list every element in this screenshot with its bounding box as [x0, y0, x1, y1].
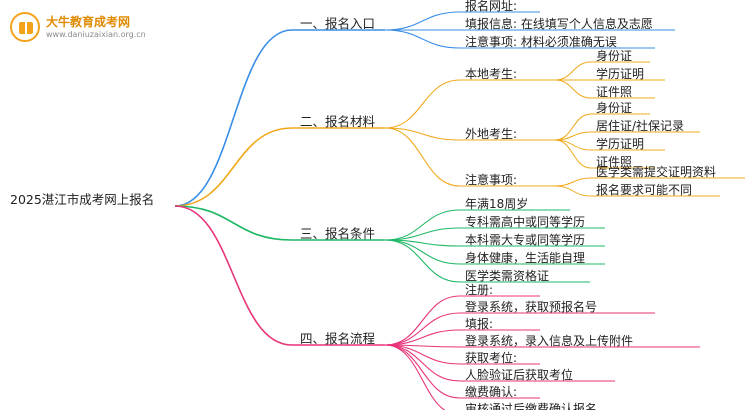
sub-node-4-2: 登录系统，获取预报名号	[465, 300, 598, 314]
leaf-node-2-3-1: 医学类需提交证明资料	[596, 165, 717, 179]
leaf-node-2-2-2: 居住证/社保记录	[596, 119, 685, 133]
leaf-node-2-1-2: 学历证明	[596, 67, 645, 81]
branch-edge-4	[174, 205, 293, 346]
sub-node-3-3: 本科需大专或同等学历	[465, 233, 586, 247]
leaf-node-2-1-3: 证件照	[596, 85, 633, 99]
sub-node-4-6: 人脸验证后获取考位	[465, 368, 574, 382]
sub-edge-1-3	[384, 29, 461, 49]
leaf-edge-2-3-1	[554, 177, 592, 187]
branch-edge-1	[174, 29, 293, 207]
branch-node-1: 一、报名入口	[300, 16, 376, 31]
sub-edge-1-1	[384, 11, 461, 31]
leaf-node-2-3-2: 报名要求可能不同	[596, 183, 693, 197]
brand-url: www.daniuzaixian.org.cn	[46, 30, 146, 39]
sub-edge-4-7	[384, 344, 461, 399]
leaf-node-2-2-1: 身份证	[596, 101, 633, 115]
sub-node-4-1: 注册:	[465, 283, 494, 297]
book-icon	[10, 12, 40, 42]
sub-edge-4-1	[384, 295, 461, 346]
sub-edge-4-2	[384, 312, 461, 346]
sub-edge-2-3	[384, 127, 461, 187]
sub-edge-3-5	[384, 239, 461, 283]
leaf-node-2-1-1: 身份证	[596, 49, 633, 63]
branch-node-3: 三、报名条件	[300, 226, 376, 241]
sub-node-1-2: 填报信息: 在线填写个人信息及志愿	[465, 17, 653, 31]
leaf-edge-2-1-1	[554, 61, 592, 81]
sub-node-4-3: 填报:	[465, 317, 494, 331]
root-node: 2025湛江市成考网上报名	[10, 192, 155, 207]
branch-node-4: 四、报名流程	[300, 331, 376, 346]
sub-node-3-4: 身体健康，生活能自理	[465, 251, 586, 265]
branch-edge-3	[174, 205, 293, 241]
leaf-node-2-2-3: 学历证明	[596, 137, 645, 151]
leaf-edge-2-2-4	[554, 139, 592, 169]
sub-node-4-4: 登录系统，录入信息及上传附件	[465, 334, 634, 348]
leaf-edge-2-1-3	[554, 79, 592, 99]
leaf-node-2-2-4: 证件照	[596, 155, 633, 169]
sub-node-2-3: 注意事项:	[465, 173, 518, 187]
sub-edge-3-1	[384, 209, 461, 241]
sub-edge-2-1	[384, 79, 461, 129]
sub-node-3-2: 专科需高中或同等学历	[465, 215, 586, 229]
sub-node-4-5: 获取考位:	[465, 351, 518, 365]
leaf-edge-2-2-1	[554, 113, 592, 141]
sub-node-2-2: 外地考生:	[465, 127, 518, 141]
sub-node-1-3: 注意事项: 材料必须准确无误	[465, 35, 617, 49]
leaf-edge-2-3-2	[554, 185, 592, 197]
sub-node-4-8: 审核通过后缴费确认报名	[465, 402, 598, 410]
brand-name: 大牛教育成考网	[46, 15, 131, 29]
brand-logo: 大牛教育成考网 www.daniuzaixian.org.cn	[8, 10, 158, 46]
sub-node-2-1: 本地考生:	[465, 67, 518, 81]
branch-edge-2	[174, 127, 293, 207]
sub-edge-4-8	[384, 344, 446, 410]
sub-edge-2-2	[384, 127, 461, 141]
branch-node-2: 二、报名材料	[300, 114, 376, 129]
sub-node-3-1: 年满18周岁	[465, 197, 529, 211]
sub-edge-3-2	[384, 227, 461, 241]
sub-node-4-7: 缴费确认:	[465, 385, 518, 399]
sub-node-1-1: 报名网址:	[465, 0, 518, 13]
sub-node-3-5: 医学类需资格证	[465, 269, 550, 283]
